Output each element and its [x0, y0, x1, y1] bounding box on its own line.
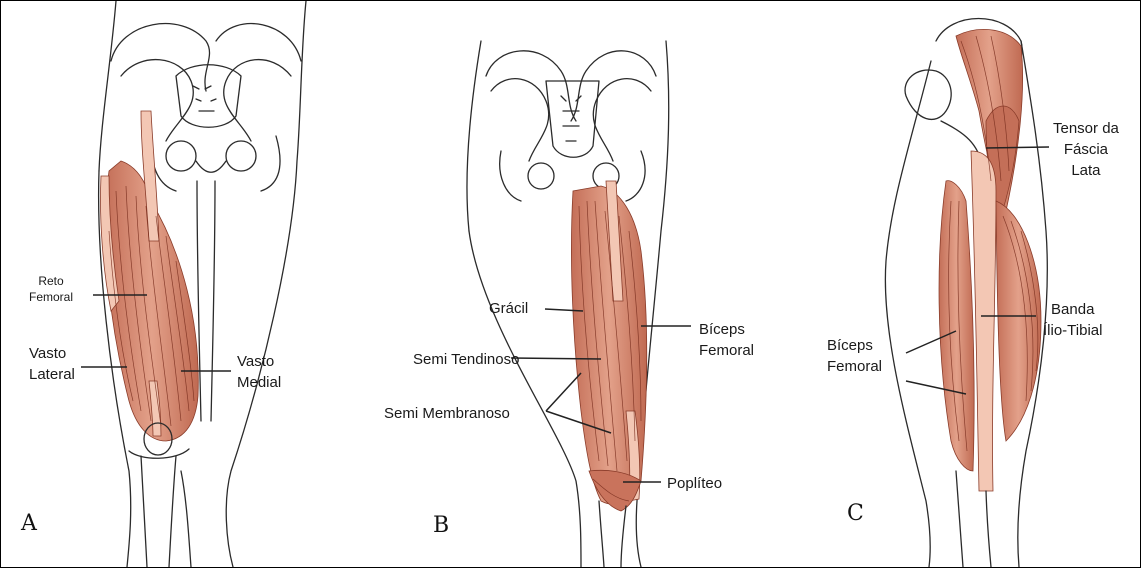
- label-tensor-fascia-lata-line-2: Fáscia: [1053, 139, 1119, 160]
- label-tensor-fascia-lata-line-1: Tensor da: [1053, 118, 1119, 139]
- panel-letter-a: A: [21, 511, 37, 536]
- label-reto-femoral-line-2: Femoral: [29, 289, 73, 305]
- panel-letter-b: B: [433, 513, 449, 538]
- label-biceps-femoral-b: Bíceps Femoral: [699, 319, 754, 361]
- label-semi-membranoso: Semi Membranoso: [384, 403, 510, 424]
- label-tensor-fascia-lata-line-3: Lata: [1053, 160, 1119, 181]
- label-biceps-femoral-c-line-2: Femoral: [827, 356, 882, 377]
- label-vasto-medial-line-1: Vasto: [237, 351, 281, 372]
- label-vasto-medial-line-2: Medial: [237, 372, 281, 393]
- label-reto-femoral-line-1: Reto: [29, 273, 73, 289]
- label-banda-ilio-tibial: Banda Ílio-Tibial: [1043, 299, 1102, 341]
- label-reto-femoral: Reto Femoral: [29, 273, 73, 305]
- label-popliteo: Poplíteo: [667, 473, 722, 494]
- label-biceps-femoral-b-line-1: Bíceps: [699, 319, 754, 340]
- label-vasto-medial: Vasto Medial: [237, 351, 281, 393]
- label-semi-tendinoso: Semi Tendinoso: [413, 349, 519, 370]
- label-vasto-lateral: Vasto Lateral: [29, 343, 75, 385]
- leader-lines: [81, 147, 1049, 482]
- label-banda-ilio-tibial-line-2: Ílio-Tibial: [1043, 320, 1102, 341]
- label-vasto-lateral-line-1: Vasto: [29, 343, 75, 364]
- label-gracil: Grácil: [489, 298, 528, 319]
- label-biceps-femoral-c-line-1: Bíceps: [827, 335, 882, 356]
- panel-letter-c: C: [847, 501, 864, 526]
- label-biceps-femoral-c: Bíceps Femoral: [827, 335, 882, 377]
- label-banda-ilio-tibial-line-1: Banda: [1043, 299, 1102, 320]
- label-vasto-lateral-line-2: Lateral: [29, 364, 75, 385]
- panel-a-drawing: [99, 1, 306, 567]
- label-tensor-fascia-lata: Tensor da Fáscia Lata: [1053, 118, 1119, 181]
- panel-c-drawing: [885, 19, 1047, 568]
- label-biceps-femoral-b-line-2: Femoral: [699, 340, 754, 361]
